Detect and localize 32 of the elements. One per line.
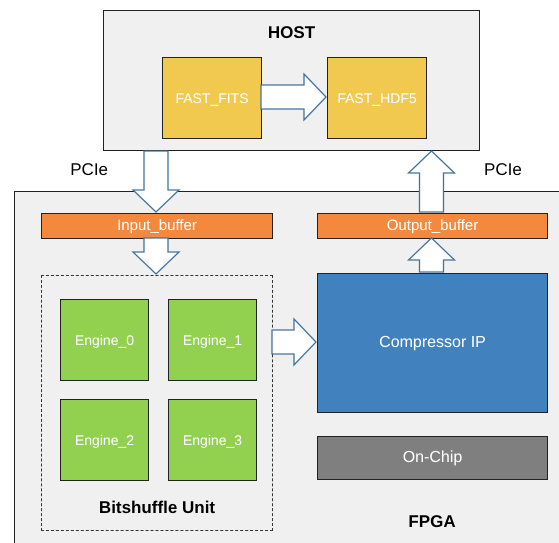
buffer-bar xyxy=(41,213,273,239)
node-label: FPGA xyxy=(408,512,456,532)
engine-box xyxy=(60,299,149,381)
node-label: Output_buffer xyxy=(386,217,478,235)
process-box xyxy=(327,57,427,139)
engine-box xyxy=(168,399,257,481)
memory-bar xyxy=(317,436,548,480)
node-label: Engine_0 xyxy=(74,332,134,348)
block-arrow xyxy=(406,150,456,213)
node-label: Engine_3 xyxy=(182,432,242,448)
node-label: HOST xyxy=(268,23,316,44)
node-label: Input_buffer xyxy=(117,217,197,235)
process-box xyxy=(162,57,262,139)
fpga-container xyxy=(14,191,559,543)
compressor-box xyxy=(317,273,548,413)
node-label: FAST_HDF5 xyxy=(337,90,417,106)
node-label: Engine_2 xyxy=(74,432,134,448)
unit-group xyxy=(41,275,273,531)
block-arrow xyxy=(271,317,317,367)
buffer-bar xyxy=(317,213,548,239)
node-label: On-Chip xyxy=(402,448,462,468)
block-arrow xyxy=(131,237,181,275)
node-label: Bitshuffle Unit xyxy=(98,498,216,518)
block-arrow xyxy=(131,150,181,213)
engine-box xyxy=(60,399,149,481)
engine-box xyxy=(168,299,257,381)
node-label: Engine_1 xyxy=(182,332,242,348)
block-arrow xyxy=(260,72,327,122)
block-arrow xyxy=(406,237,456,273)
host-container xyxy=(103,10,480,151)
node-label: FAST_FITS xyxy=(175,90,249,106)
node-label: Compressor IP xyxy=(379,333,486,353)
